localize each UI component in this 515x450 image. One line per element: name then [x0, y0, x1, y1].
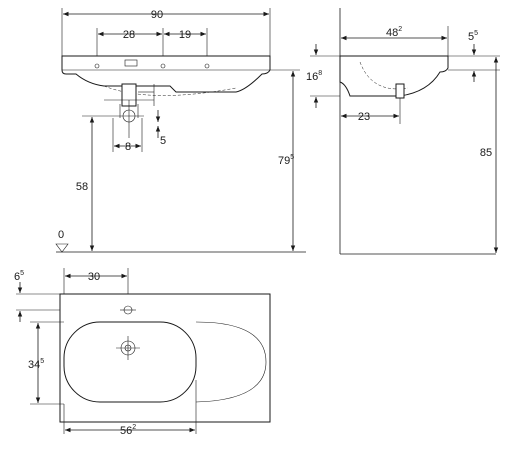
wall-height-label: 85	[480, 147, 492, 159]
top-view: 30 65 345 562	[14, 268, 271, 437]
waste-height-label: 58	[76, 181, 88, 193]
front-basin-outline	[61, 55, 271, 93]
tap-offset-label: 28	[123, 29, 135, 41]
rim-thickness-label: 55	[468, 30, 478, 43]
rim-height-label: 795	[278, 154, 294, 167]
depth-label: 482	[386, 26, 402, 39]
floor-level-marker	[55, 243, 69, 253]
side-waste-outlet	[395, 83, 405, 99]
bowl-width-label: 562	[120, 424, 136, 437]
side-view: 482 55 168 23 85	[306, 8, 500, 255]
width-dimension-label: 90	[151, 9, 163, 21]
floor-label: 0	[58, 229, 64, 241]
waste-depth-label: 23	[358, 111, 370, 123]
waste-offset-label: 8	[125, 141, 131, 153]
side-basin-outline	[339, 55, 449, 97]
top-bowl-outline	[63, 321, 197, 403]
front-view: 90 28 19 8 5	[55, 8, 306, 253]
waste-spacing-label: 5	[160, 135, 166, 147]
tap-offset-y-label: 65	[14, 270, 24, 283]
overflow-offset-label: 19	[179, 29, 191, 41]
bowl-depth-label: 168	[306, 70, 322, 83]
bowl-depth-top-label: 345	[28, 358, 44, 371]
tap-offset-x-label: 30	[88, 271, 100, 283]
top-counter-curve	[195, 321, 267, 403]
front-tap-hole	[124, 59, 138, 67]
